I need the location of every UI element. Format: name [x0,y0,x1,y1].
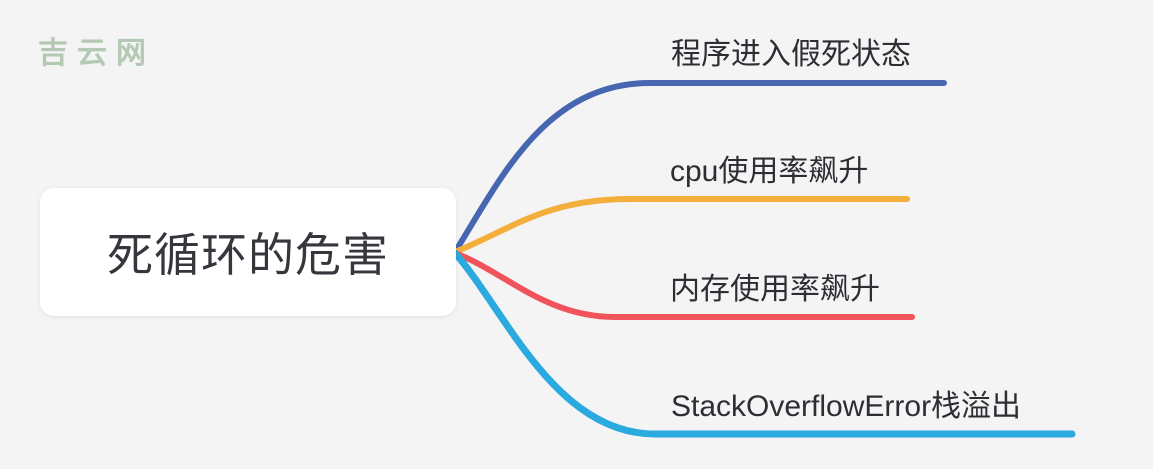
watermark-logo: 吉云网 [38,37,155,70]
root-node[interactable]: 死循环的危害 [40,188,456,316]
branch-node-stackoverflow[interactable]: StackOverflowError栈溢出 [671,390,1022,423]
branch-connector-line-2 [452,196,910,255]
branch-node-program-freeze[interactable]: 程序进入假死状态 [671,38,911,71]
branch-node-cpu-usage[interactable]: cpu使用率飙升 [670,155,869,188]
branch-node-memory-usage[interactable]: 内存使用率飙升 [670,273,880,306]
root-node-label: 死循环的危害 [107,229,389,281]
branch-connector-line-1 [452,80,947,255]
branch-connector-line-3 [452,250,915,320]
branch-connector-line-4 [451,249,1076,438]
